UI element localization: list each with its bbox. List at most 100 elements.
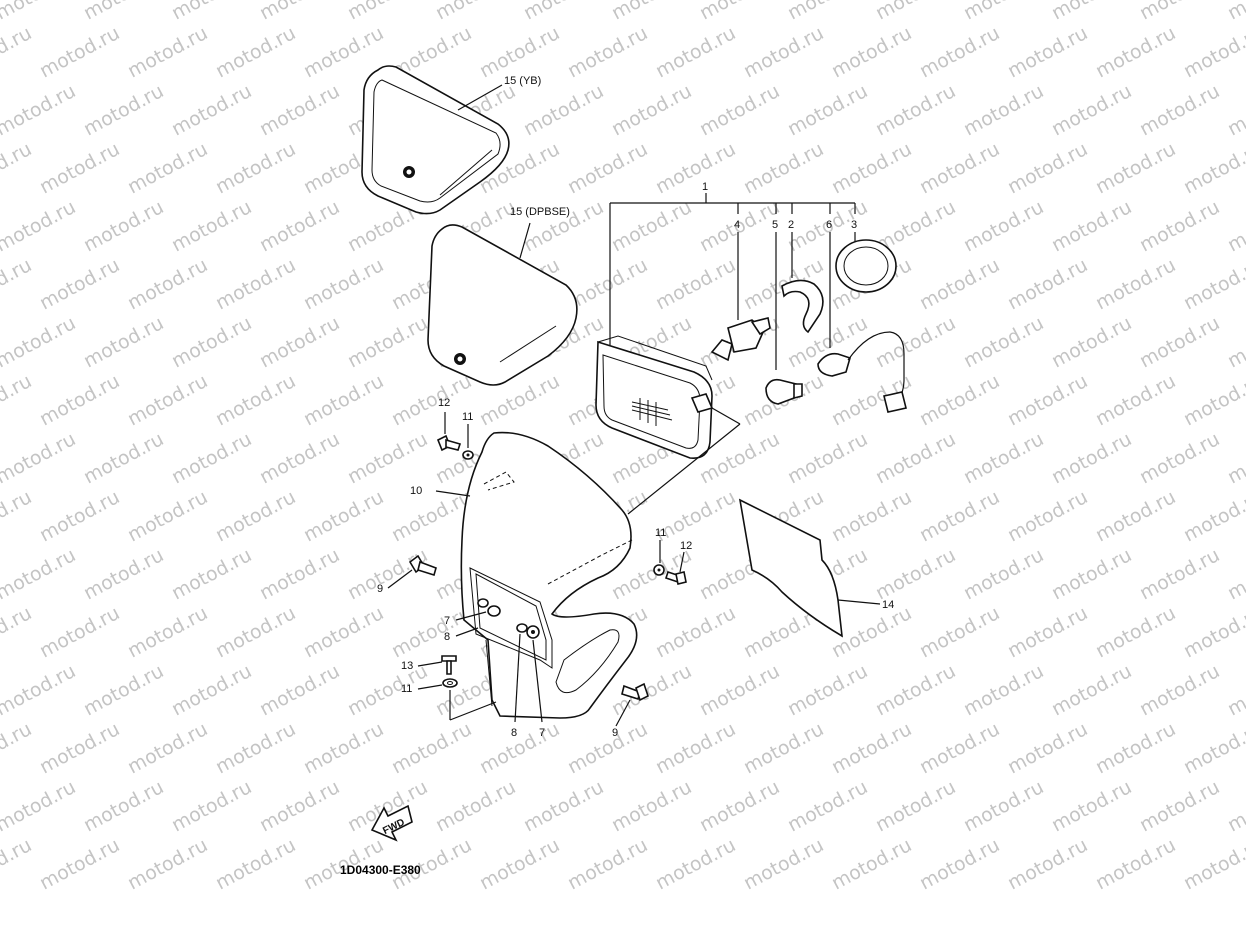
watermark-text: motod.ru <box>740 834 827 894</box>
label-collar-b: 8 <box>511 727 517 739</box>
watermark-text: motod.ru <box>476 22 563 82</box>
watermark-text: motod.ru <box>476 718 563 778</box>
watermark-text: motod.ru <box>1048 196 1135 256</box>
label-washer-r: 11 <box>655 527 666 539</box>
watermark-text: motod.ru <box>212 602 299 662</box>
washer-right-part <box>653 564 665 576</box>
label-small-bulb: 5 <box>772 219 778 231</box>
screw-bottom-left-part <box>441 655 457 675</box>
label-body: 10 <box>410 485 422 497</box>
watermark-text: motod.ru <box>1004 834 1091 894</box>
washer-bottom-left-part <box>442 678 458 688</box>
watermark-text: motod.ru <box>1224 0 1246 24</box>
watermark-text: motod.ru <box>388 718 475 778</box>
watermark-text: motod.ru <box>1092 602 1179 662</box>
watermark-text: motod.ru <box>872 776 959 836</box>
watermark-text: motod.ru <box>1136 196 1223 256</box>
watermark-text: motod.ru <box>1004 22 1091 82</box>
watermark-text: motod.ru <box>0 138 35 198</box>
watermark-text: motod.ru <box>36 138 123 198</box>
watermark-text: motod.ru <box>1180 254 1246 314</box>
watermark-text: motod.ru <box>212 22 299 82</box>
part-code: 1D04300-E380 <box>340 863 421 877</box>
label-screw-tl: 12 <box>438 397 450 409</box>
watermark-text: motod.ru <box>784 80 871 140</box>
watermark-text: motod.ru <box>344 544 431 604</box>
cord-part <box>817 331 907 413</box>
label-collar-l: 8 <box>444 631 450 643</box>
watermark-text: motod.ru <box>0 196 79 256</box>
watermark-text: motod.ru <box>696 0 783 24</box>
watermark-text: motod.ru <box>300 370 387 430</box>
watermark-text: motod.ru <box>1092 486 1179 546</box>
watermark-text: motod.ru <box>1048 428 1135 488</box>
watermark-text: motod.ru <box>1224 776 1246 836</box>
watermark-text: motod.ru <box>124 834 211 894</box>
watermark-text: motod.ru <box>168 80 255 140</box>
bulb-part <box>710 317 771 362</box>
watermark-text: motod.ru <box>1092 254 1179 314</box>
watermark-text: motod.ru <box>608 660 695 720</box>
watermark-text: motod.ru <box>1048 312 1135 372</box>
watermark-text: motod.ru <box>344 428 431 488</box>
watermark-text: motod.ru <box>652 834 739 894</box>
watermark-text: motod.ru <box>168 660 255 720</box>
watermark-text: motod.ru <box>0 312 79 372</box>
watermark-text: motod.ru <box>0 834 35 894</box>
watermark-text: motod.ru <box>696 660 783 720</box>
watermark-text: motod.ru <box>80 660 167 720</box>
watermark-text: motod.ru <box>1004 486 1091 546</box>
watermark-text: motod.ru <box>652 22 739 82</box>
watermark-text: motod.ru <box>960 80 1047 140</box>
watermark-text: motod.ru <box>0 602 35 662</box>
watermark-text: motod.ru <box>1092 138 1179 198</box>
watermark-text: motod.ru <box>80 0 167 24</box>
watermark-text: motod.ru <box>1224 80 1246 140</box>
grommet-left-part <box>487 605 501 617</box>
watermark-text: motod.ru <box>828 834 915 894</box>
watermark-text: motod.ru <box>960 196 1047 256</box>
watermark-text: motod.ru <box>124 718 211 778</box>
watermark-text: motod.ru <box>256 312 343 372</box>
watermark-text: motod.ru <box>0 22 35 82</box>
watermark-text: motod.ru <box>960 660 1047 720</box>
watermark-text: motod.ru <box>476 834 563 894</box>
watermark-text: motod.ru <box>80 544 167 604</box>
label-bolt-l: 9 <box>377 583 383 595</box>
watermark-text: motod.ru <box>740 718 827 778</box>
watermark-text: motod.ru <box>80 776 167 836</box>
watermark-text: motod.ru <box>256 196 343 256</box>
watermark-text: motod.ru <box>1092 22 1179 82</box>
label-cover: 3 <box>851 219 857 231</box>
watermark-text: motod.ru <box>124 254 211 314</box>
watermark-text: motod.ru <box>344 0 431 24</box>
watermark-text: motod.ru <box>0 80 79 140</box>
watermark-text: motod.ru <box>256 428 343 488</box>
watermark-text: motod.ru <box>1136 660 1223 720</box>
watermark-text: motod.ru <box>916 22 1003 82</box>
watermark-text: motod.ru <box>212 718 299 778</box>
watermark-text: motod.ru <box>1224 428 1246 488</box>
watermark-text: motod.ru <box>960 428 1047 488</box>
watermark-text: motod.ru <box>1004 370 1091 430</box>
collar-left-part <box>477 598 489 608</box>
watermark-text: motod.ru <box>344 660 431 720</box>
watermark-text: motod.ru <box>520 0 607 24</box>
watermark-text: motod.ru <box>916 834 1003 894</box>
watermark-text: motod.ru <box>872 660 959 720</box>
grommet-bottom-part <box>526 625 540 639</box>
watermark-text: motod.ru <box>872 428 959 488</box>
watermark-text: motod.ru <box>80 428 167 488</box>
watermark-text: motod.ru <box>0 776 79 836</box>
watermark-text: motod.ru <box>872 80 959 140</box>
watermark-text: motod.ru <box>36 602 123 662</box>
watermark-text: motod.ru <box>652 718 739 778</box>
watermark-text: motod.ru <box>1048 776 1135 836</box>
label-screw-bl: 13 <box>401 660 413 672</box>
watermark-text: motod.ru <box>36 486 123 546</box>
watermark-text: motod.ru <box>1180 718 1246 778</box>
watermark-text: motod.ru <box>1092 370 1179 430</box>
watermark-text: motod.ru <box>300 718 387 778</box>
headlight-unit-part <box>595 335 714 459</box>
